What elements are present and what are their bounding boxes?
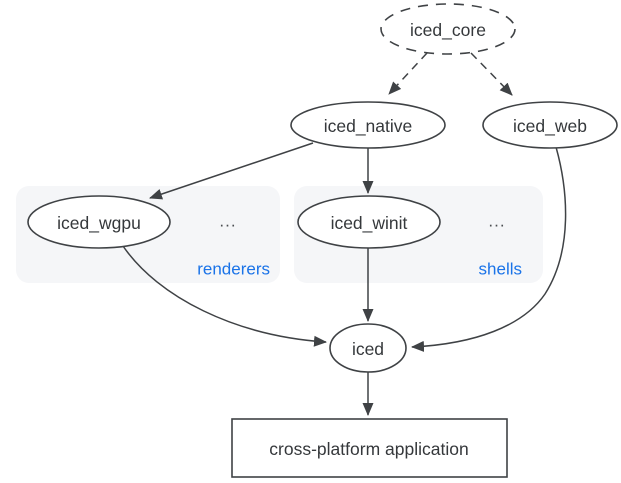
group-renderers-ellipsis: ... (219, 212, 236, 231)
group-shells-ellipsis: ... (488, 212, 505, 231)
node-iced-core-label: iced_core (410, 20, 486, 41)
node-iced-web: iced_web (482, 101, 618, 149)
node-iced-native-shape (290, 101, 446, 149)
node-application-label: cross-platform application (269, 439, 468, 459)
node-iced-label: iced (352, 339, 384, 359)
node-iced-wgpu-label: iced_wgpu (57, 213, 141, 234)
edge-iced-core-to-iced-web (470, 52, 513, 96)
group-shells-label: shells (479, 260, 522, 279)
edge-iced-core-to-iced-native (388, 52, 428, 95)
node-iced-web-shape (482, 101, 618, 149)
node-iced-shape (329, 323, 407, 373)
node-iced-winit: iced_winit (297, 195, 441, 249)
node-iced-wgpu-shape (27, 195, 171, 249)
group-renderers-label: renderers (197, 260, 270, 279)
edge-iced-native-to-iced-wgpu (149, 142, 314, 200)
node-iced: iced (329, 323, 407, 373)
node-iced-core-shape (380, 3, 516, 55)
node-iced-core: iced_core (380, 3, 516, 55)
node-iced-web-label: iced_web (513, 116, 587, 137)
node-iced-native-label: iced_native (324, 116, 413, 137)
node-application: cross-platform application (231, 418, 508, 478)
node-iced-wgpu: iced_wgpu (27, 195, 171, 249)
node-iced-winit-label: iced_winit (331, 213, 408, 234)
edge-iced-wgpu-to-iced (122, 245, 327, 347)
node-iced-native: iced_native (290, 101, 446, 149)
node-iced-winit-shape (297, 195, 441, 249)
edge-iced-web-to-iced (411, 146, 567, 352)
node-application-shape (231, 418, 508, 478)
